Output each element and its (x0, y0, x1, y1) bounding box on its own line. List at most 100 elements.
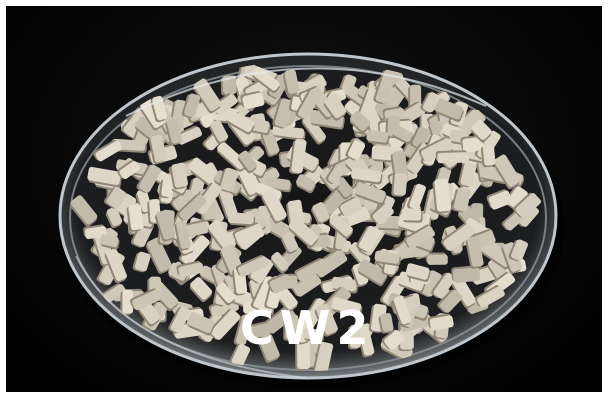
pellet (384, 330, 405, 350)
pellet (87, 166, 121, 186)
pellet (284, 69, 300, 94)
pellet (161, 178, 174, 197)
pellet (439, 289, 463, 313)
dish-inner-rim (69, 65, 547, 371)
pellet (482, 144, 496, 166)
pellet (443, 223, 475, 251)
pellet (132, 289, 162, 311)
pellet (231, 343, 251, 367)
pellet (288, 217, 319, 246)
pellet (434, 178, 451, 212)
pellet (178, 262, 204, 278)
pellet (511, 239, 529, 261)
pellet (138, 164, 162, 193)
dish-highlight-lower (75, 255, 307, 379)
pellet (95, 140, 123, 162)
pellet (105, 248, 127, 282)
pellet (99, 233, 119, 248)
pellet (272, 125, 305, 139)
pellet (374, 250, 400, 264)
pellet (134, 251, 151, 272)
dish-highlight (125, 67, 487, 117)
pellet (315, 303, 338, 335)
pellet (437, 152, 469, 164)
pellet (467, 236, 484, 267)
pellet (350, 111, 371, 131)
pellet (116, 193, 137, 216)
pellet (287, 199, 305, 226)
pellet (298, 89, 321, 120)
pellet (220, 167, 239, 192)
pellet (285, 314, 299, 340)
pellet (181, 235, 210, 266)
pellet (179, 194, 207, 222)
pellet (434, 98, 464, 120)
caption-label: CW2 (240, 301, 375, 355)
pellet (184, 93, 201, 118)
pellet (331, 276, 358, 292)
pellet (262, 189, 287, 222)
pellet (171, 162, 189, 188)
pellet (293, 273, 322, 297)
pellet (314, 341, 334, 371)
pellet (406, 225, 435, 249)
pellet (358, 324, 375, 356)
pellet (515, 193, 541, 218)
pellet (366, 130, 389, 143)
pellet-pile (70, 61, 541, 371)
pellet (462, 137, 484, 153)
pellet (349, 242, 371, 265)
pellet (265, 306, 296, 334)
pellet (150, 134, 167, 163)
pellet (471, 119, 492, 140)
pellet (358, 225, 381, 253)
pellet (354, 182, 386, 203)
pellet (166, 118, 183, 144)
pellet (225, 110, 255, 133)
pellet (282, 231, 299, 252)
pellet (170, 306, 191, 333)
pellet (210, 119, 229, 142)
pellet (271, 252, 289, 272)
pellet (375, 69, 396, 104)
pellet (269, 274, 293, 294)
pellet (312, 202, 330, 223)
pellet (238, 150, 257, 171)
pellet (208, 219, 236, 252)
pellet (210, 309, 241, 340)
pellet (357, 259, 388, 284)
pellet (187, 312, 215, 334)
pellet (427, 254, 448, 265)
pellet (452, 275, 476, 307)
pellet (340, 197, 363, 218)
pellet (239, 168, 261, 195)
pellet (347, 140, 365, 160)
pellet (190, 277, 213, 300)
pellet (70, 195, 98, 225)
pellet (328, 164, 345, 184)
pellet (119, 161, 140, 180)
pellet (227, 212, 254, 225)
pellet (147, 237, 172, 272)
pellet (236, 314, 253, 345)
pellet (222, 75, 237, 95)
pellet (128, 204, 144, 231)
pellet (393, 295, 412, 325)
pellet (296, 259, 328, 282)
pellet (433, 272, 456, 299)
pellet (234, 223, 265, 246)
pellet (351, 167, 382, 183)
pellet (106, 187, 127, 209)
pellet (392, 125, 413, 142)
pellet (429, 315, 454, 331)
petri-dish-with-pellets-icon (58, 52, 564, 388)
pellet (122, 289, 134, 314)
pellet (217, 141, 247, 170)
pellet (372, 203, 394, 225)
pellet (274, 98, 294, 128)
pellet (262, 129, 280, 155)
pellet (176, 126, 202, 145)
pellet (380, 313, 394, 332)
pellet (331, 297, 362, 316)
